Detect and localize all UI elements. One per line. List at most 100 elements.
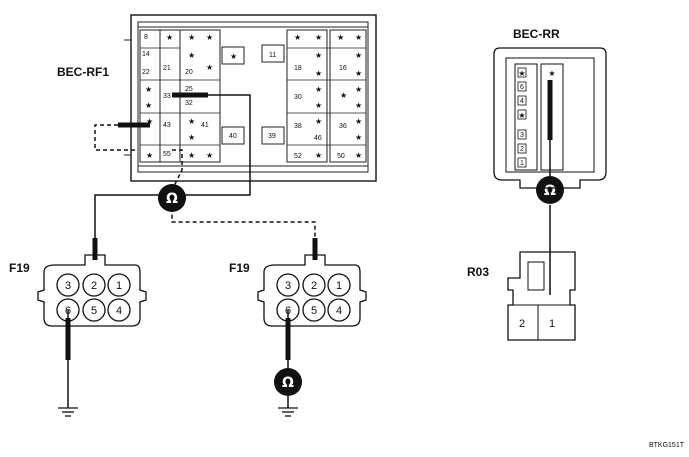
star-cell: ★ xyxy=(146,117,153,126)
star-cell: ★ xyxy=(166,33,173,42)
pin-2: 2 xyxy=(91,280,97,292)
pin-3: 3 xyxy=(65,280,71,292)
cell-30: 30 xyxy=(294,94,302,101)
star-cell: ★ xyxy=(188,117,195,126)
bec-rr-connector xyxy=(493,47,607,189)
cell-16: 16 xyxy=(339,65,347,72)
star-cell: ★ xyxy=(315,101,322,110)
pin-6: 6 xyxy=(285,305,291,317)
cell-50: 50 xyxy=(337,153,345,160)
cell-36: 36 xyxy=(339,123,347,130)
r03-pin-2: 2 xyxy=(519,318,525,330)
f19-right-pins: 3 2 1 6 5 4 xyxy=(285,280,342,317)
pin-2: 2 xyxy=(311,280,317,292)
probe-tips xyxy=(65,80,553,360)
star-cell: ★ xyxy=(188,33,195,42)
ohm-symbol: Ω xyxy=(544,183,556,199)
star-cell: ★ xyxy=(355,85,362,94)
cell-33: 33 xyxy=(163,93,171,100)
pin-4: 4 xyxy=(116,305,122,317)
r03-label: R03 xyxy=(467,265,489,279)
star-cell: ★ xyxy=(146,151,153,160)
pin-5: 5 xyxy=(91,305,97,317)
figure-code: BTKG151T xyxy=(649,442,685,449)
pin-1: 1 xyxy=(116,280,122,292)
star-cell: ★ xyxy=(337,33,344,42)
cell-32: 32 xyxy=(185,100,193,107)
pin-5: 5 xyxy=(311,305,317,317)
bec-rf1-label: BEC-RF1 xyxy=(57,65,109,79)
wire-dashed xyxy=(94,124,316,245)
pin-1: 1 xyxy=(336,280,342,292)
cell-18: 18 xyxy=(294,65,302,72)
star-cell: ★ xyxy=(315,85,322,94)
star-cell: ★ xyxy=(355,151,362,160)
f19-right-connector xyxy=(257,254,367,327)
cell-41: 41 xyxy=(201,122,209,129)
rr-cell-2: 2 xyxy=(520,146,524,153)
cell-46: 46 xyxy=(314,135,322,142)
bec-rr-label: BEC-RR xyxy=(513,27,560,41)
f19-left-connector xyxy=(37,254,147,327)
star-cell: ★ xyxy=(294,33,301,42)
cell-8: 8 xyxy=(144,34,148,41)
ohmmeter-top: Ω xyxy=(158,184,186,212)
pin-3: 3 xyxy=(285,280,291,292)
pin-4: 4 xyxy=(336,305,342,317)
star-cell: ★ xyxy=(145,101,152,110)
star-cell: ★ xyxy=(145,85,152,94)
star-cell: ★ xyxy=(315,69,322,78)
star-cell: ★ xyxy=(188,151,195,160)
cell-40: 40 xyxy=(229,133,237,140)
r03-pin-1: 1 xyxy=(549,318,555,330)
star-cell: ★ xyxy=(518,69,525,78)
star-cell: ★ xyxy=(355,51,362,60)
star-cell: ★ xyxy=(315,117,322,126)
cell-38: 38 xyxy=(294,123,302,130)
cell-11: 11 xyxy=(269,52,276,59)
bec-rf1-star-cells: ★ ★ ★ ★ ★ ★ ★ ★ ★ ★ ★ ★ ★ ★ ★ ★ ★ ★ ★ ★ … xyxy=(145,33,362,160)
cell-21: 21 xyxy=(163,65,171,72)
star-cell: ★ xyxy=(355,133,362,142)
ohm-symbol: Ω xyxy=(282,375,294,391)
rr-cell-1: 1 xyxy=(520,160,524,167)
f19-right-label: F19 xyxy=(229,261,250,275)
cell-22: 22 xyxy=(142,69,150,76)
ground-symbol-left xyxy=(58,407,78,417)
r03-pins: 2 1 xyxy=(519,318,555,330)
star-cell: ★ xyxy=(206,63,213,72)
star-cell: ★ xyxy=(340,91,347,100)
star-cell: ★ xyxy=(355,101,362,110)
cell-55: 55 xyxy=(163,151,171,158)
rr-cell-6: 6 xyxy=(520,84,524,91)
cell-43: 43 xyxy=(163,122,171,129)
star-cell: ★ xyxy=(188,51,195,60)
ohmmeter-bottom: Ω xyxy=(274,368,302,396)
star-cell: ★ xyxy=(518,111,525,120)
f19-left-label: F19 xyxy=(9,261,30,275)
cell-14: 14 xyxy=(142,51,150,58)
cell-20: 20 xyxy=(185,69,193,76)
star-cell: ★ xyxy=(188,133,195,142)
bec-rf1-block xyxy=(124,14,377,182)
f19-left-pins: 3 2 1 6 5 4 xyxy=(65,280,122,317)
cell-52: 52 xyxy=(294,153,302,160)
ground-symbol-right xyxy=(278,407,298,417)
cell-25: 25 xyxy=(185,86,193,93)
star-cell: ★ xyxy=(315,33,322,42)
star-cell: ★ xyxy=(206,33,213,42)
pin-6: 6 xyxy=(65,305,71,317)
rr-cell-4: 4 xyxy=(520,98,524,105)
star-cell: ★ xyxy=(355,117,362,126)
cell-39: 39 xyxy=(268,133,276,140)
rr-cell-3: 3 xyxy=(520,132,524,139)
bec-rr-cell-labels: 6 4 3 2 1 ★ ★ ★ xyxy=(518,69,555,167)
bec-rf1-cell-numbers: 8 14 22 21 20 25 33 32 43 41 40 55 11 18… xyxy=(142,34,347,160)
star-cell: ★ xyxy=(548,69,555,78)
ohmmeter-right: Ω xyxy=(536,176,564,204)
star-cell: ★ xyxy=(355,69,362,78)
r03-connector xyxy=(507,251,576,341)
star-cell: ★ xyxy=(315,151,322,160)
